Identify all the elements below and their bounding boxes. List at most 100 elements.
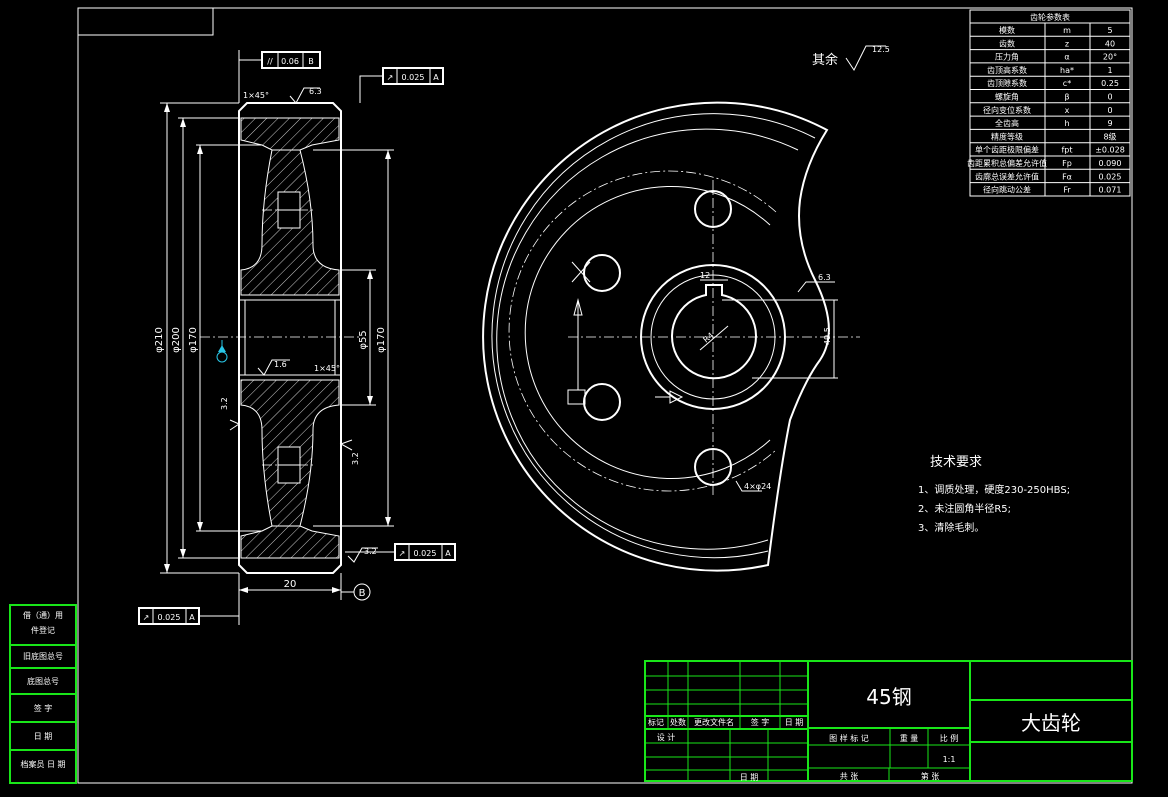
- roughness-mark-top: [289, 87, 320, 104]
- param-symbol-6: x: [1065, 106, 1070, 115]
- dim-outer-dia: φ210: [154, 327, 165, 353]
- roughness-mark-keyway: [797, 281, 835, 293]
- hole-cross-mark: [571, 261, 591, 283]
- remaining-roughness-label: 其余: [812, 52, 838, 68]
- param-symbol-9: fpt: [1061, 146, 1072, 155]
- roughness-symbol-icon: [845, 45, 886, 71]
- param-value-11: 0.025: [1099, 172, 1122, 181]
- title-block: 标记 处数 更改文件名 签 字 日 期 设 计 日 期 图 样 标 记 重 量 …: [644, 660, 1133, 782]
- param-name-3: 齿顶高系数: [987, 65, 1027, 75]
- hole-note-leader: [735, 480, 762, 492]
- param-symbol-7: h: [1064, 119, 1069, 128]
- param-symbol-1: z: [1065, 39, 1069, 48]
- svg-text:0.025: 0.025: [158, 613, 181, 622]
- tb-material: 45钢: [866, 685, 911, 709]
- param-name-5: 螺旋角: [995, 92, 1019, 102]
- tb-row-label-5: 日 期: [785, 718, 804, 727]
- param-symbol-0: m: [1063, 26, 1071, 35]
- section-dimensions: [160, 50, 394, 625]
- svg-text:B: B: [308, 57, 314, 66]
- tb-row-label-3: 更改文件名: [694, 717, 734, 727]
- svg-text:0.06: 0.06: [281, 57, 299, 66]
- section-box: [567, 389, 586, 405]
- svg-text:A: A: [445, 549, 451, 558]
- param-name-10: 齿距累积总偏差允许值: [967, 158, 1047, 168]
- tol-runout-right: ↗ 0.025 A: [345, 543, 456, 561]
- param-symbol-2: α: [1064, 53, 1069, 62]
- param-value-0: 5: [1107, 26, 1112, 35]
- rough-c: 3.2: [220, 397, 229, 410]
- section-arrow-right-icon: [669, 390, 684, 404]
- param-name-6: 径向变位系数: [983, 105, 1031, 115]
- datum-b-label: B: [359, 588, 366, 599]
- param-name-12: 径向跳动公差: [983, 185, 1031, 195]
- roughness-mark-left: [229, 419, 241, 431]
- param-symbol-12: Fr: [1063, 186, 1071, 195]
- keyway-depth: 49.5: [823, 327, 832, 345]
- remaining-roughness-value: 12.5: [872, 45, 890, 54]
- svg-text:↗: ↗: [387, 73, 394, 82]
- param-name-1: 齿数: [999, 38, 1015, 48]
- param-symbol-3: ha*: [1060, 66, 1074, 75]
- param-value-9: ±0.028: [1095, 146, 1125, 155]
- rough-d: 3.2: [351, 452, 360, 465]
- dim-chamfer-top: 1×45°: [243, 91, 269, 100]
- svg-text:0.025: 0.025: [414, 549, 437, 558]
- rough-a: 6.3: [309, 87, 322, 96]
- section-arrow-up-icon: [573, 298, 583, 316]
- dim-d55: φ55: [358, 330, 369, 349]
- tb-row-label-1: 标记: [648, 717, 664, 727]
- roughness-mark-bottom: [347, 547, 378, 563]
- svg-text:↗: ↗: [399, 549, 406, 558]
- param-name-0: 模数: [999, 25, 1015, 35]
- datum-a-marker: [216, 340, 228, 363]
- tech-req-item-3: 3、清除毛刺。: [918, 521, 984, 534]
- param-name-7: 全齿高: [995, 118, 1019, 128]
- tb-part-name: 大齿轮: [1021, 711, 1081, 735]
- param-name-9: 单个齿距极限偏差: [975, 145, 1039, 155]
- gear-section-view: [200, 102, 360, 574]
- tol-runout-top: ↗ 0.025 A: [359, 67, 444, 103]
- param-value-3: 1: [1107, 66, 1112, 75]
- dim-chamfer-mid: 1×45°: [314, 364, 340, 373]
- strip-label-2: 件登记: [31, 625, 55, 635]
- param-value-4: 0.25: [1101, 79, 1119, 88]
- param-symbol-5: β: [1064, 93, 1069, 102]
- dim-d170-left: φ170: [188, 327, 199, 353]
- tb-weight: 重 量: [900, 733, 919, 743]
- param-value-5: 0: [1107, 93, 1112, 102]
- param-value-2: 20°: [1103, 53, 1117, 62]
- svg-text:↗: ↗: [143, 613, 150, 622]
- tech-req-item-1: 1、调质处理，硬度230-250HBS;: [918, 483, 1070, 496]
- hole-note: 4×φ24: [744, 482, 771, 491]
- drawing-frame: [77, 7, 1133, 784]
- svg-text:0.025: 0.025: [402, 73, 425, 82]
- roughness-mark-bore: [257, 359, 290, 376]
- param-symbol-4: c*: [1063, 79, 1071, 88]
- strip-label-3: 旧底图总号: [23, 651, 63, 661]
- param-value-6: 0: [1107, 106, 1112, 115]
- rough-f: 6.3: [818, 273, 831, 282]
- param-name-8: 精度等级: [991, 131, 1023, 141]
- tol-runout-bottom: ↗ 0.025 A: [138, 607, 239, 625]
- param-name-2: 压力角: [995, 52, 1019, 62]
- tech-req-title: 技术要求: [930, 455, 982, 470]
- param-table-title: 齿轮参数表: [1030, 12, 1070, 22]
- param-value-7: 9: [1107, 119, 1112, 128]
- tb-stage: 图 样 标 记: [829, 733, 869, 743]
- datum-b-circle: [353, 583, 371, 601]
- gear-front-view: R4: [482, 101, 860, 572]
- tb-date: 日 期: [740, 773, 759, 782]
- frame-corner-box: [77, 7, 214, 36]
- param-value-8: 8级: [1103, 131, 1116, 141]
- rough-b: 1.6: [274, 360, 287, 369]
- param-symbol-10: Fp: [1062, 159, 1072, 168]
- svg-text:A: A: [189, 613, 195, 622]
- svg-text://: //: [267, 57, 273, 66]
- tb-sheets: 共 张: [840, 772, 859, 781]
- tb-scale-label: 比 例: [940, 733, 959, 743]
- tech-req-item-2: 2、未注圆角半径R5;: [918, 502, 1011, 515]
- dim-d170-right: φ170: [376, 327, 387, 353]
